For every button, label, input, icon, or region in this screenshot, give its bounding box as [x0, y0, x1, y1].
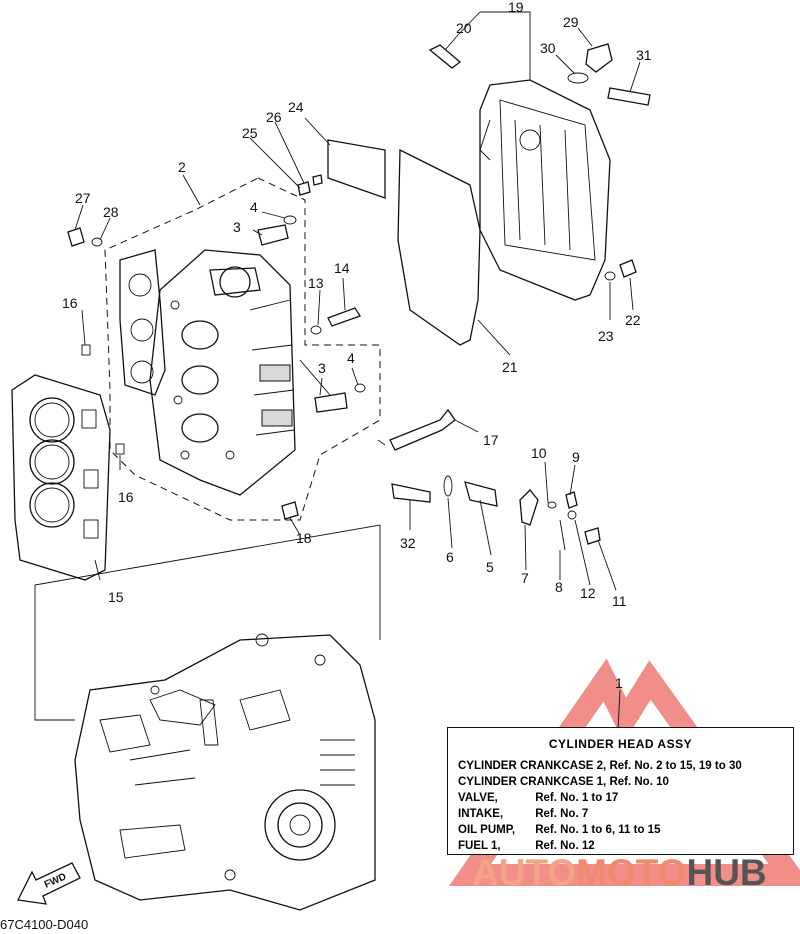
cylinder-head-cover-19 — [479, 79, 611, 301]
callout-7: 7 — [521, 570, 529, 586]
legend-row: INTAKE, Ref. No. 7 — [458, 808, 588, 820]
legend-row-label: FUEL 1, — [458, 840, 501, 852]
callout-16a: 16 — [62, 295, 78, 311]
head-gasket-15 — [11, 374, 111, 581]
legend-row-label: OIL PUMP, — [458, 824, 516, 836]
assembly-leader-lines — [34, 524, 381, 721]
cover-gasket-21 — [397, 148, 481, 346]
callout-22: 22 — [625, 312, 641, 328]
callout-20: 20 — [456, 20, 472, 36]
legend-row-ref: Ref. No. 7 — [535, 808, 589, 820]
callout-26: 26 — [266, 109, 282, 125]
small-parts — [67, 43, 651, 551]
callout-3b: 3 — [318, 360, 326, 376]
legend-row-label: INTAKE, — [458, 808, 504, 820]
watermark-part: HUB — [686, 852, 767, 893]
callout-23: 23 — [598, 328, 614, 344]
callout-15: 15 — [108, 589, 124, 605]
callout-12: 12 — [580, 585, 596, 601]
callout-3: 3 — [233, 219, 241, 235]
assembly-outline-dashed — [104, 177, 381, 521]
callout-21: 21 — [502, 359, 518, 375]
callout-17: 17 — [483, 432, 499, 448]
callout-4b: 4 — [347, 350, 355, 366]
watermark-part: MOTO — [576, 852, 687, 893]
callout-31: 31 — [636, 47, 652, 63]
legend-row: FUEL 1, Ref. No. 12 — [458, 840, 595, 852]
callout-18: 18 — [296, 530, 312, 546]
callout-24: 24 — [288, 99, 304, 115]
callout-1: 1 — [615, 675, 623, 691]
legend-row-label: CYLINDER CRANKCASE 1, — [458, 776, 607, 788]
callout-numbers: 1 2 3 4 3 4 5 6 7 8 9 10 11 12 13 14 15 … — [62, 0, 652, 691]
callout-30: 30 — [540, 40, 556, 56]
callout-6: 6 — [446, 549, 454, 565]
callout-9: 9 — [572, 449, 580, 465]
cover-plate-24 — [327, 139, 386, 199]
drawing-code: 67C4100-D040 — [0, 917, 89, 932]
watermark-part: AUTO — [472, 852, 577, 893]
callout-11: 11 — [612, 593, 627, 609]
legend-row-label: CYLINDER CRANKCASE 2, — [458, 760, 607, 772]
legend-row-ref: Ref. No. 1 to 6, 11 to 15 — [535, 824, 661, 836]
callout-8: 8 — [555, 579, 563, 595]
callout-13: 13 — [308, 275, 324, 291]
callout-16b: 16 — [118, 489, 134, 505]
callout-10: 10 — [531, 445, 547, 461]
legend-row: VALVE, Ref. No. 1 to 17 — [458, 792, 618, 804]
legend-row-ref: Ref. No. 10 — [609, 776, 669, 788]
callout-25: 25 — [242, 125, 258, 141]
cylinder-block — [74, 633, 376, 911]
leader-lines — [74, 11, 641, 731]
legend-row-ref: Ref. No. 12 — [535, 840, 595, 852]
callout-4: 4 — [250, 199, 258, 215]
callout-2: 2 — [178, 159, 186, 175]
cylinder-head-2 — [149, 249, 296, 496]
fwd-arrow: FWD — [17, 862, 81, 905]
callout-19: 19 — [508, 0, 524, 15]
callout-28: 28 — [103, 204, 119, 220]
assembly-reference-table: CYLINDER HEAD ASSY CYLINDER CRANKCASE 2,… — [447, 727, 794, 855]
callout-29: 29 — [563, 14, 579, 30]
legend-row-label: VALVE, — [458, 792, 498, 804]
legend-row-ref: Ref. No. 2 to 15, 19 to 30 — [609, 760, 742, 772]
legend-row: CYLINDER CRANKCASE 2, Ref. No. 2 to 15, … — [458, 760, 742, 772]
legend-row: CYLINDER CRANKCASE 1, Ref. No. 10 — [458, 776, 669, 788]
callout-27: 27 — [75, 190, 91, 206]
callout-14: 14 — [334, 260, 350, 276]
legend-row: OIL PUMP, Ref. No. 1 to 6, 11 to 15 — [458, 824, 660, 836]
exhaust-gasket — [119, 249, 166, 396]
watermark-text: AUTOMOTOHUB — [472, 852, 767, 894]
callout-32: 32 — [400, 535, 416, 551]
legend-row-ref: Ref. No. 1 to 17 — [535, 792, 619, 804]
watermark-triangle-logo — [449, 658, 800, 886]
callout-5: 5 — [486, 559, 494, 575]
legend-title: CYLINDER HEAD ASSY — [548, 737, 693, 751]
